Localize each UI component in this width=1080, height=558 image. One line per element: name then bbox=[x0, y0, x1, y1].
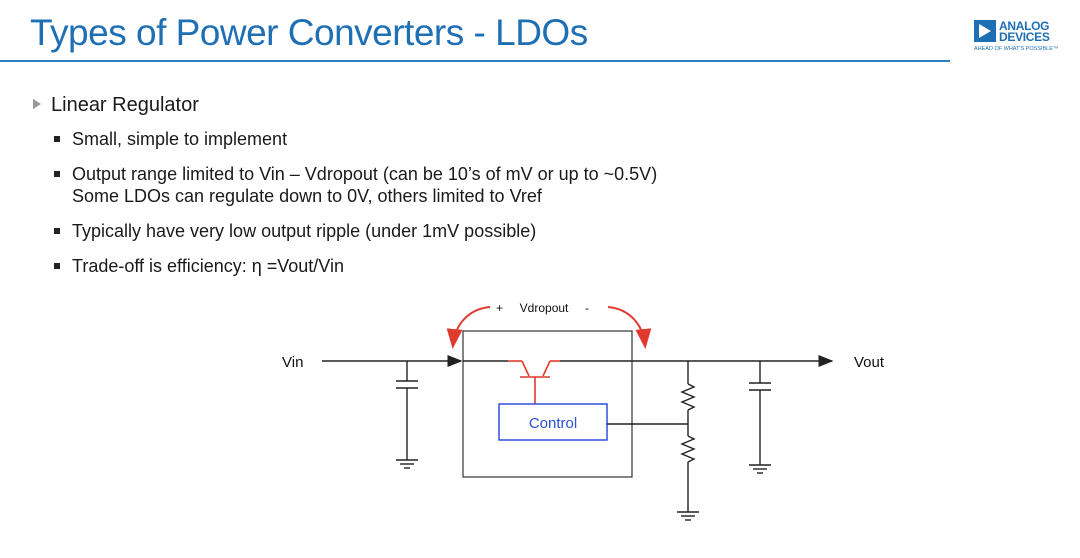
control-label: Control bbox=[529, 415, 577, 432]
bullet-text: Typically have very low output ripple (u… bbox=[72, 221, 537, 241]
control-block bbox=[498, 403, 608, 441]
bullet-square-icon bbox=[54, 263, 60, 269]
bullet-item: Typically have very low output ripple (u… bbox=[52, 220, 657, 242]
output-capacitor-icon bbox=[749, 361, 771, 474]
heading-text: Linear Regulator bbox=[51, 94, 199, 116]
bullet-square-icon bbox=[54, 136, 60, 142]
bullet-text: Trade-off is efficiency: η =Vout/Vin bbox=[72, 256, 344, 276]
bullet-text: Output range limited to Vin – Vdropout (… bbox=[72, 164, 658, 184]
dropout-arrow-left bbox=[446, 306, 491, 349]
title-divider bbox=[0, 60, 950, 62]
bullet-item: Output range limited to Vin – Vdropout (… bbox=[52, 163, 657, 207]
bullet-triangle-icon bbox=[33, 98, 41, 109]
vin-label: Vin bbox=[282, 354, 303, 371]
logo-text-line2: DEVICES bbox=[999, 30, 1050, 44]
bullet-item: Trade-off is efficiency: η =Vout/Vin bbox=[52, 255, 657, 277]
bullet-text: Small, simple to implement bbox=[72, 129, 288, 149]
logo-text-line1: ANALOG bbox=[999, 19, 1050, 33]
vdropout-label: + Vdropout - bbox=[496, 301, 589, 315]
bullet-text-continued: Some LDOs can regulate down to 0V, other… bbox=[72, 186, 542, 206]
slide-title: Types of Power Converters - LDOs bbox=[30, 12, 588, 53]
input-capacitor-icon bbox=[396, 361, 418, 469]
ldo-box bbox=[462, 330, 633, 478]
vout-label: Vout bbox=[854, 354, 885, 371]
bullet-square-icon bbox=[54, 228, 60, 234]
pass-transistor-icon bbox=[508, 360, 560, 404]
analog-devices-logo: ANALOG DEVICES AHEAD OF WHAT'S POSSIBLE™ bbox=[974, 18, 1066, 56]
bullet-square-icon bbox=[54, 171, 60, 177]
bullet-item: Small, simple to implement bbox=[52, 128, 657, 150]
resistor-divider-icon bbox=[677, 361, 699, 521]
logo-triangle-icon bbox=[974, 20, 996, 42]
dropout-arrow-right bbox=[607, 306, 652, 349]
bullet-list: Small, simple to implement Output range … bbox=[52, 128, 657, 290]
heading-linear-regulator: Linear Regulator bbox=[33, 94, 199, 117]
logo-tagline: AHEAD OF WHAT'S POSSIBLE™ bbox=[974, 46, 1059, 52]
